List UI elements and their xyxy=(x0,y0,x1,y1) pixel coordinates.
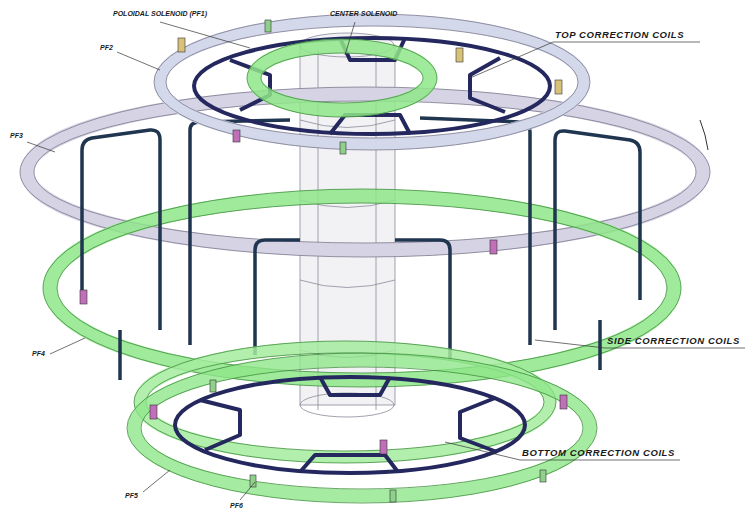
leader-lines xyxy=(27,22,745,500)
part-label: PF4 xyxy=(32,350,45,357)
part-label: CENTER SOLENOID xyxy=(330,10,397,17)
side-correction-coils xyxy=(82,118,640,380)
cable xyxy=(700,120,708,150)
part-label: SIDE CORRECTION COILS xyxy=(607,336,740,346)
part-label: BOTTOM CORRECTION COILS xyxy=(522,448,675,458)
pf2-ring xyxy=(154,14,590,150)
pf1-ring xyxy=(247,39,437,117)
part-label: PF5 xyxy=(125,492,138,499)
part-label: PF3 xyxy=(10,132,23,139)
pf5-ring xyxy=(127,353,597,503)
part-label: TOP CORRECTION COILS xyxy=(555,30,684,40)
top-correction-coils xyxy=(194,38,550,134)
part-label: POLOIDAL SOLENOID (PF1) xyxy=(113,10,207,17)
part-label: PF6 xyxy=(230,502,243,509)
bottom-correction-coils xyxy=(175,377,525,473)
part-label: PF2 xyxy=(100,44,113,51)
coil-clamps xyxy=(80,20,567,502)
